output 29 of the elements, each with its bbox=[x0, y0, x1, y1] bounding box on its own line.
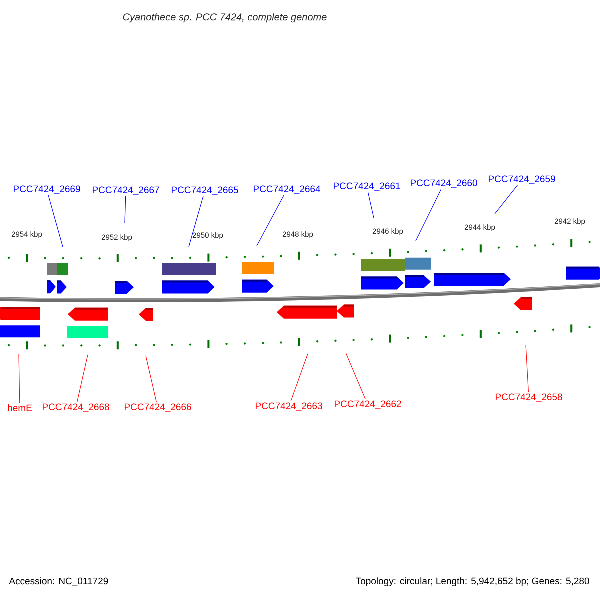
gene-label: PCC7424_2658 bbox=[496, 394, 562, 402]
leader-line bbox=[290, 354, 308, 402]
leader-line bbox=[346, 352, 366, 400]
leader-line bbox=[146, 356, 158, 403]
leader-line bbox=[526, 344, 529, 393]
gene-label: PCC7424_2667 bbox=[92, 186, 160, 196]
gene-label: PCC7424_2666 bbox=[124, 404, 192, 412]
gene-label: PCC7424_2660 bbox=[410, 180, 478, 188]
leader-line bbox=[188, 196, 204, 248]
gene-label: PCC7424_2669 bbox=[14, 186, 80, 194]
footer-text: Topology: circular; Length: 5,942,652 bp; Genes: 5,280 bbox=[356, 578, 590, 586]
leader-line bbox=[18, 354, 20, 404]
gene-label: hemE bbox=[8, 404, 32, 412]
gene-label: PCC7424_2659 bbox=[488, 176, 556, 184]
leader-line bbox=[494, 185, 518, 214]
gene-label: PCC7424_2665 bbox=[172, 186, 238, 196]
gene-label: PCC7424_2663 bbox=[256, 402, 322, 412]
leader-line bbox=[416, 189, 442, 242]
footer-text: Accession: NC_011729 bbox=[9, 578, 108, 586]
title: Cyanothece sp. PCC 7424, complete genome bbox=[123, 13, 327, 23]
gene-label: PCC7424_2664 bbox=[254, 186, 320, 194]
leader-line bbox=[48, 195, 64, 248]
leader-line bbox=[368, 192, 374, 218]
gene-label: PCC7424_2668 bbox=[42, 404, 110, 412]
leader-line bbox=[76, 354, 88, 403]
gene-label: PCC7424_2662 bbox=[334, 400, 402, 410]
leader-line bbox=[124, 196, 126, 224]
gene-label: PCC7424_2661 bbox=[334, 182, 400, 192]
leader-line bbox=[256, 195, 284, 246]
